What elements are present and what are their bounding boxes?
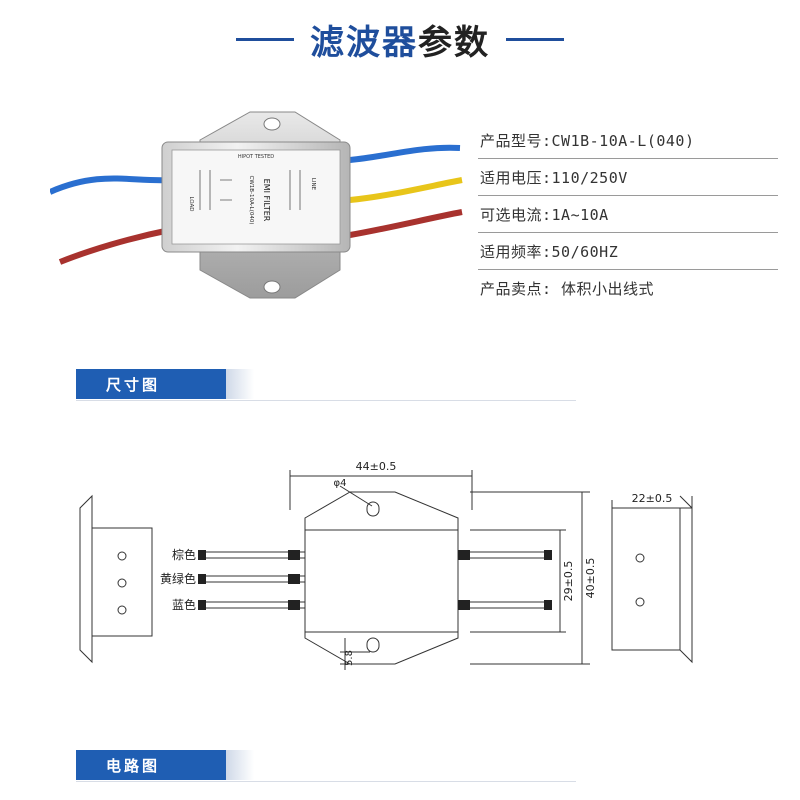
wire-yellow-green-label: 黄绿色 [160, 571, 196, 586]
spec-selling-point: 产品卖点: 体积小出线式 [480, 279, 655, 298]
section-tab-circuit: 电路图 [76, 750, 576, 782]
dim-hole-label: φ4 [334, 478, 347, 489]
spec-voltage: 适用电压:110/250V [478, 159, 778, 196]
dim-height-outer-label: 40±0.5 [584, 558, 597, 599]
dim-depth-label: 22±0.5 [632, 492, 673, 505]
left-side-body [91, 527, 153, 637]
right-side-view [611, 507, 681, 651]
spec-model: 产品型号:CW1B-10A-L(040) [478, 122, 778, 159]
label-brand-text: EMI FILTER [262, 179, 271, 222]
wire-blue-label: 蓝色 [172, 598, 196, 612]
filter-label [171, 149, 341, 245]
right-red-wire [349, 209, 463, 238]
spec-list: 产品型号:CW1B-10A-L(040) 适用电压:110/250V 可选电流:… [478, 122, 778, 306]
dim-tab-label: 5.8 [344, 650, 355, 666]
right-yellow-wire [349, 177, 463, 203]
section-tab-dimensions: 尺寸图 [76, 369, 576, 401]
wire-brown-label: 棕色 [172, 547, 196, 562]
dim-width-label: 44±0.5 [356, 460, 397, 473]
label-top-text: HIPOT TESTED [238, 154, 274, 160]
header-left-rule [236, 37, 294, 41]
label-load-text: LOAD [188, 196, 194, 211]
page-title-part1: 滤波器 [310, 22, 418, 63]
page-header: 滤波器参数 [0, 14, 800, 64]
left-blue-wire [50, 175, 171, 195]
top-mount-hole [263, 117, 281, 131]
label-line-text: LINE [310, 178, 316, 191]
product-photo: HIPOT TESTED EMI FILTER CW1B-10A-L(040) … [50, 111, 463, 299]
page-title-part2: 参数 [418, 22, 490, 63]
header-right-rule [506, 37, 564, 41]
label-model-text: CW1B-10A-L(040) [248, 175, 254, 224]
spec-frequency: 适用频率:50/60HZ [478, 233, 778, 270]
front-plate-outline [304, 491, 459, 665]
spec-current: 可选电流:1A~10A [478, 196, 778, 233]
page-title: 滤波器参数 [310, 15, 490, 64]
front-body [304, 529, 459, 633]
left-side-view [79, 494, 93, 664]
dimension-drawing: 44±0.5 22±0.5 φ4 40±0.5 29±0.5 5.8 棕色 黄绿… [79, 460, 693, 670]
bottom-mount-hole [263, 280, 281, 294]
dim-height-inner-label: 29±0.5 [562, 561, 575, 602]
right-blue-wire [349, 144, 461, 163]
left-red-wire [58, 227, 171, 265]
